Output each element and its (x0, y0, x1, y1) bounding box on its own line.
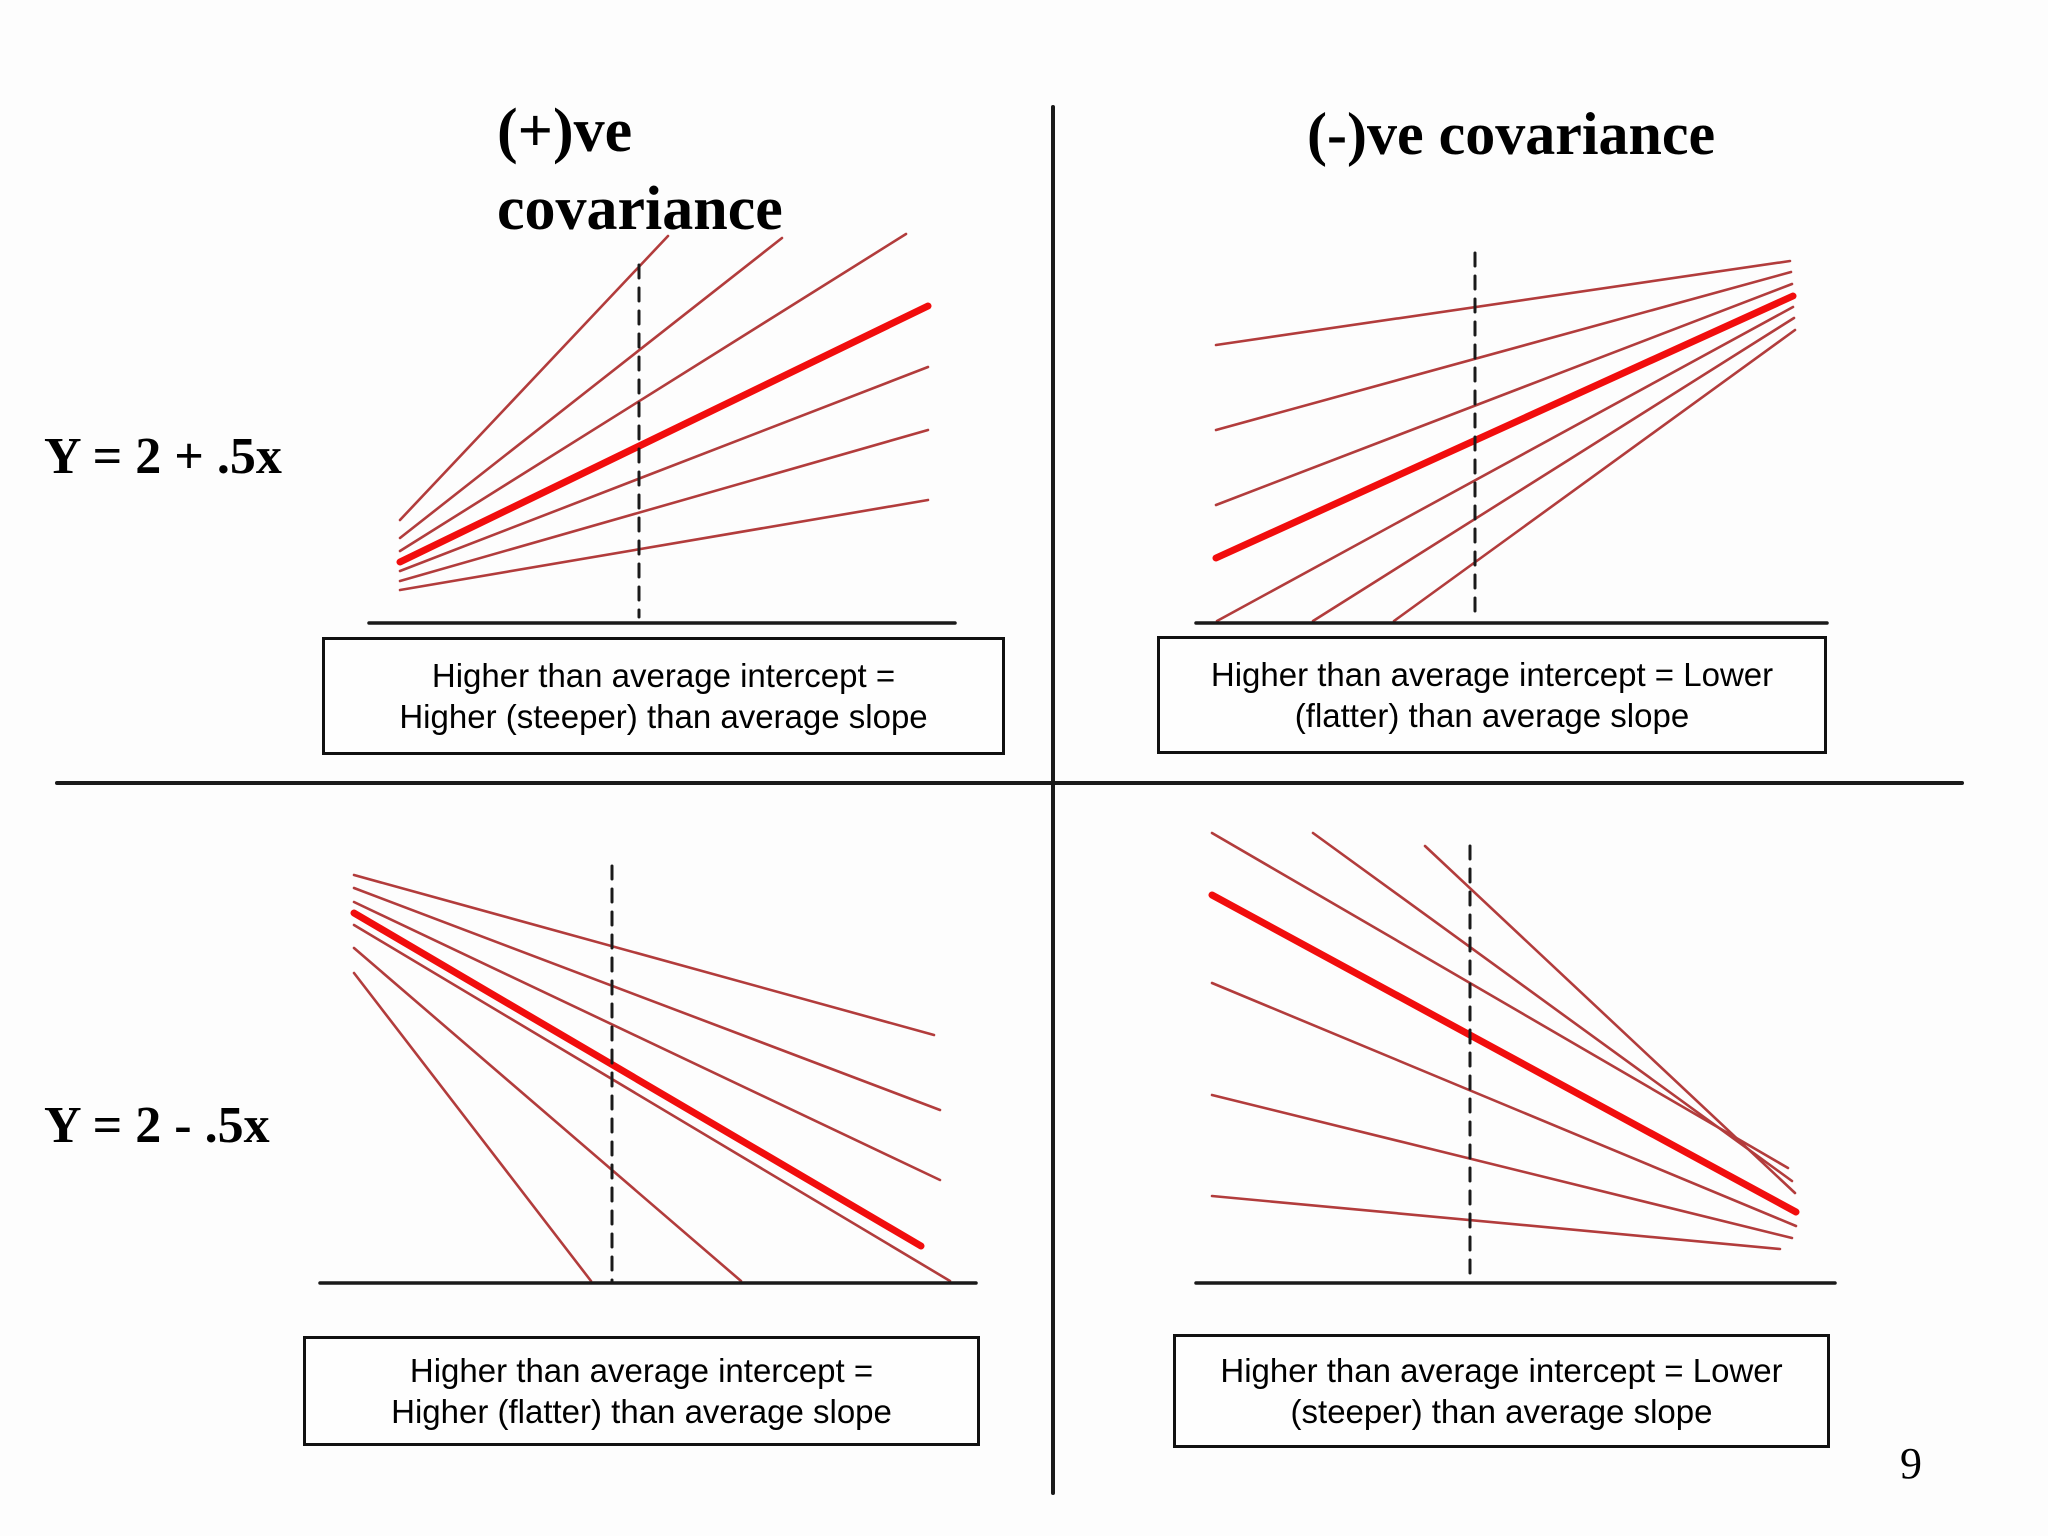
positive-covariance-header-line2: covariance (497, 175, 783, 243)
caption-box-bottom-left: Higher than average intercept = Higher (… (303, 1336, 980, 1446)
caption-box-top-left: Higher than average intercept = Higher (… (322, 637, 1005, 755)
caption-bottom-right-line1: Higher than average intercept = Lower (1220, 1352, 1783, 1389)
top-right-regression-line-6 (1392, 328, 1797, 623)
bottom-left-regression-line-6 (352, 971, 593, 1283)
caption-top-left-line1: Higher than average intercept = (431, 657, 896, 694)
caption-bottom-left-line1: Higher than average intercept = (409, 1352, 874, 1389)
bottom-left-regression-line-2 (352, 900, 942, 1182)
top-right-regression-line-2 (1214, 282, 1794, 507)
negative-covariance-header: (-)ve covariance (1307, 101, 1716, 167)
caption-box-bottom-right: Higher than average intercept = Lower (s… (1173, 1334, 1830, 1448)
equation-positive-slope: Y = 2 + .5x (44, 428, 282, 485)
top-left-regression-line-5 (398, 428, 930, 583)
top-left-regression-line-0 (398, 234, 670, 522)
bottom-right-regression-line-0 (1210, 831, 1790, 1170)
caption-top-left-line2: Higher (steeper) than average slope (399, 698, 928, 735)
bottom-left-regression-line-4 (352, 923, 952, 1283)
top-left-regression-line-4 (398, 365, 930, 573)
top-right-average-regression-line (1212, 292, 1797, 562)
top-right-regression-line-0 (1214, 259, 1792, 347)
bottom-left-regression-line-0 (352, 873, 936, 1037)
bottom-left-regression-line-5 (352, 946, 743, 1283)
positive-covariance-header: (+)ve covariance (497, 92, 783, 248)
bottom-right-regression-line-4 (1210, 981, 1798, 1228)
top-right-regression-line-4 (1215, 305, 1795, 623)
top-right-regression-line-1 (1214, 270, 1793, 432)
bottom-right-regression-line-5 (1210, 1093, 1794, 1240)
caption-top-right-line2: (flatter) than average slope (1294, 697, 1690, 734)
caption-bottom-right-line2: (steeper) than average slope (1290, 1393, 1713, 1430)
bottom-right-regression-line-2 (1423, 844, 1797, 1195)
top-right-regression-line-5 (1311, 316, 1796, 623)
bottom-left-regression-line-1 (352, 886, 942, 1112)
caption-box-top-right: Higher than average intercept = Lower (f… (1157, 636, 1827, 754)
equation-negative-slope: Y = 2 - .5x (44, 1097, 270, 1154)
bottom-right-regression-line-1 (1311, 831, 1794, 1183)
positive-covariance-header-line1: (+)ve (497, 97, 633, 165)
top-left-regression-line-2 (398, 232, 908, 553)
bottom-right-average-regression-line (1208, 891, 1800, 1216)
page-number: 9 (1900, 1439, 1922, 1488)
bottom-right-regression-line-6 (1210, 1194, 1782, 1251)
top-left-average-regression-line (396, 302, 932, 566)
bottom-left-average-regression-line (350, 909, 925, 1250)
caption-top-right-line1: Higher than average intercept = Lower (1210, 656, 1774, 693)
top-left-regression-line-1 (398, 236, 784, 540)
top-left-regression-line-6 (398, 498, 930, 592)
caption-bottom-left-line2: Higher (flatter) than average slope (391, 1393, 892, 1430)
